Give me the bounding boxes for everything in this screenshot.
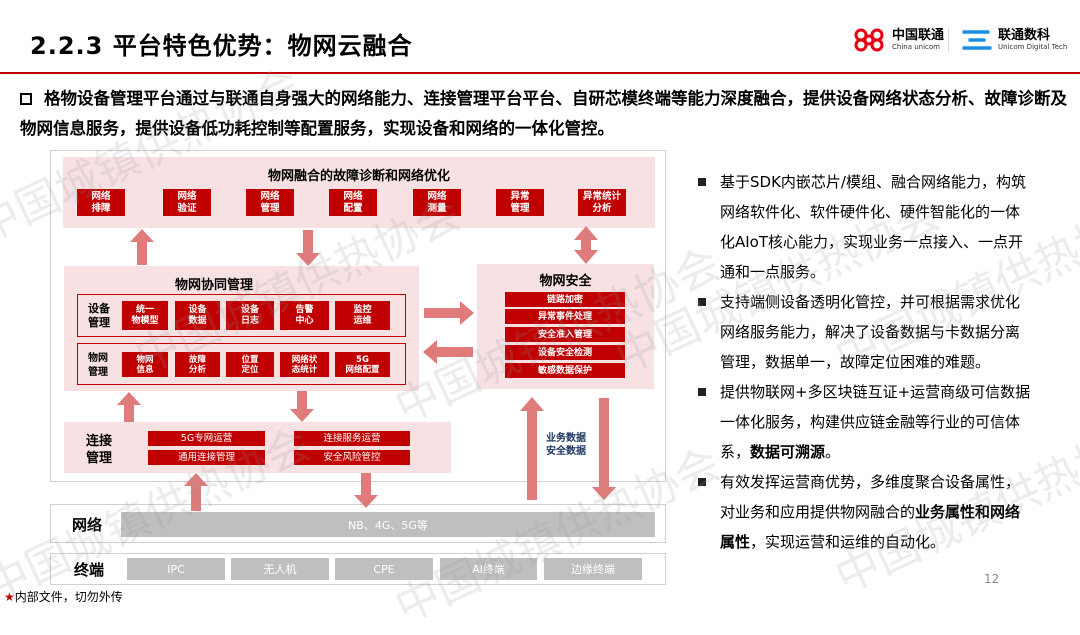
- flow-label: 业务数据 安全数据: [546, 433, 586, 457]
- arrow-up-data-to-security: [520, 397, 544, 500]
- fault-item: 网络 管理: [246, 189, 294, 216]
- bullet-square-icon: [698, 388, 706, 396]
- feature-point: 有效发挥运营商优势，多维度聚合设备属性，对业务和应用提供物网融合的业务属性和网络…: [698, 467, 1033, 557]
- feature-segment: 支持端侧设备透明化管控，并可根据需求优化网络服务能力，解决了设备数据与卡数据分离…: [720, 293, 1021, 371]
- connect-item: 通用连接管理: [148, 450, 265, 465]
- device-mgmt-item: 监控 运维: [335, 301, 390, 330]
- iot-mgmt-item: 网络状 态统计: [280, 352, 329, 377]
- feature-segment: 提供物联网+多区块链互证+运营商级可信数据一体化服务，构建供应链金融等行业的可信…: [720, 383, 1031, 461]
- security-item: 设备安全检测: [505, 345, 625, 360]
- diagram-frame: [50, 150, 666, 482]
- bullet-square-icon: [698, 178, 706, 186]
- device-mgmt-item: 告警 中心: [280, 301, 329, 330]
- terminal-row: [50, 553, 666, 585]
- feature-point: 基于SDK内嵌芯片/模组、融合网络能力，构筑网络软件化、软件硬件化、硬件智能化的…: [698, 167, 1033, 287]
- device-mgmt-item: 设备 日志: [226, 301, 274, 330]
- star-icon: ★: [4, 590, 15, 604]
- fault-item: 异常统计 分析: [578, 189, 626, 216]
- collab-title: 物网协同管理: [174, 278, 253, 293]
- arrow-down-top-to-collab: [296, 230, 320, 266]
- feature-highlight: 业务属性和网络属性: [720, 503, 1021, 551]
- footer-note: ★内部文件，切勿外传: [4, 588, 123, 605]
- logo-unicom-en: China unicom: [892, 42, 940, 51]
- device-mgmt-group: [77, 294, 406, 337]
- connect-item: 连接服务运营: [294, 431, 410, 446]
- arrow-double-top-security: [574, 226, 598, 264]
- terminal-item: IPC: [127, 558, 225, 580]
- connect-label: 连接 管理: [86, 434, 113, 466]
- page-title: 2.2.3 平台特色优势：物网云融合: [30, 32, 413, 60]
- iot-mgmt-group: [77, 343, 406, 385]
- arrow-down-collab-to-connect: [290, 391, 314, 422]
- network-bar: NB、4G、5G等: [121, 512, 655, 537]
- feature-point: 支持端侧设备透明化管控，并可根据需求优化网络服务能力，解决了设备数据与卡数据分离…: [698, 287, 1033, 377]
- terminal-item: 边缘终端: [544, 558, 642, 580]
- connect-item: 5G专网运营: [148, 431, 265, 446]
- arrow-up-connect-to-collab: [117, 392, 141, 422]
- bullet-square-icon: [698, 478, 706, 486]
- feature-segment: 有效发挥运营商优势，多维度聚合设备属性，对业务和应用提供物网融合的: [720, 473, 1021, 521]
- logo-unicom-cn: 中国联通: [892, 27, 945, 43]
- arrow-up-collab-to-top: [130, 229, 154, 265]
- arrow-up-network-to-connect: [184, 473, 208, 511]
- fault-item: 网络 排障: [77, 189, 125, 216]
- connect-item: 安全风险管控: [294, 450, 410, 465]
- logo-digital-cn: 联通数科: [998, 27, 1051, 43]
- terminal-item: 无人机: [231, 558, 329, 580]
- unicom-knot-icon: [854, 28, 884, 52]
- title-rule: [0, 72, 1080, 74]
- feature-point: 提供物联网+多区块链互证+运营商级可信数据一体化服务，构建供应链金融等行业的可信…: [698, 377, 1033, 467]
- security-item: 敏感数据保护: [505, 363, 625, 378]
- fault-item: 网络 验证: [163, 189, 211, 216]
- fault-item: 异常 管理: [496, 189, 544, 216]
- bullet-square-icon: [20, 93, 32, 105]
- security-item: 异常事件处理: [505, 309, 625, 324]
- feature-text: 有效发挥运营商优势，多维度聚合设备属性，对业务和应用提供物网融合的业务属性和网络…: [720, 467, 1033, 557]
- logo-divider: [948, 28, 949, 52]
- iot-mgmt-item: 故障 分析: [175, 352, 220, 377]
- feature-segment: 。: [825, 443, 841, 461]
- feature-text: 支持端侧设备透明化管控，并可根据需求优化网络服务能力，解决了设备数据与卡数据分离…: [720, 287, 1033, 377]
- lead-paragraph: 格物设备管理平台通过与联通自身强大的网络能力、连接管理平台平台、自研芯模终端等能…: [20, 84, 1070, 144]
- terminal-item: AI终端: [440, 558, 537, 580]
- feature-text: 基于SDK内嵌芯片/模组、融合网络能力，构筑网络软件化、软件硬件化、硬件智能化的…: [720, 167, 1033, 287]
- bullet-square-icon: [698, 298, 706, 306]
- arrow-right-collab-to-security: [424, 301, 474, 325]
- arrow-down-security-to-data: [592, 398, 616, 500]
- feature-segment: ，实现运营和运维的自动化。: [750, 533, 946, 551]
- iot-mgmt-item: 位置 定位: [226, 352, 274, 377]
- footer-text: 内部文件，切勿外传: [14, 590, 123, 604]
- network-row: [50, 504, 666, 543]
- fault-item: 网络 配置: [329, 189, 377, 216]
- security-item: 安全准入管理: [505, 327, 625, 342]
- device-mgmt-label: 设备 管理: [88, 302, 110, 329]
- digital-tech-icon: [962, 30, 992, 50]
- feature-text: 提供物联网+多区块链互证+运营商级可信数据一体化服务，构建供应链金融等行业的可信…: [720, 377, 1033, 467]
- logo-digital-en: Unicom Digital Tech: [998, 42, 1068, 51]
- fault-diagnosis-title: 物网融合的故障诊断和网络优化: [267, 169, 450, 184]
- iot-mgmt-label: 物网 管理: [88, 353, 108, 378]
- device-mgmt-item: 统一 物模型: [122, 301, 168, 330]
- network-label: 网络: [72, 516, 103, 534]
- terminal-label: 终端: [74, 561, 105, 579]
- security-title: 物网安全: [539, 274, 592, 289]
- lead-text: 格物设备管理平台通过与联通自身强大的网络能力、连接管理平台平台、自研芯模终端等能…: [20, 89, 1067, 138]
- feature-highlight: 数据可溯源: [750, 443, 826, 461]
- iot-mgmt-item: 物网 信息: [122, 352, 168, 377]
- diagram-arrows: [117, 226, 616, 511]
- security-item: 链路加密: [505, 292, 625, 307]
- feature-segment: 基于SDK内嵌芯片/模组、融合网络能力，构筑网络软件化、软件硬件化、硬件智能化的…: [720, 173, 1026, 281]
- terminal-item: CPE: [335, 558, 433, 580]
- page-number: 12: [984, 572, 1000, 586]
- iot-mgmt-item: 5G 网络配置: [335, 352, 390, 377]
- arrow-down-connect-to-network: [354, 473, 378, 508]
- fault-item: 网络 测量: [413, 189, 461, 216]
- arrow-left-security-to-collab: [423, 340, 473, 364]
- device-mgmt-item: 设备 数据: [175, 301, 220, 330]
